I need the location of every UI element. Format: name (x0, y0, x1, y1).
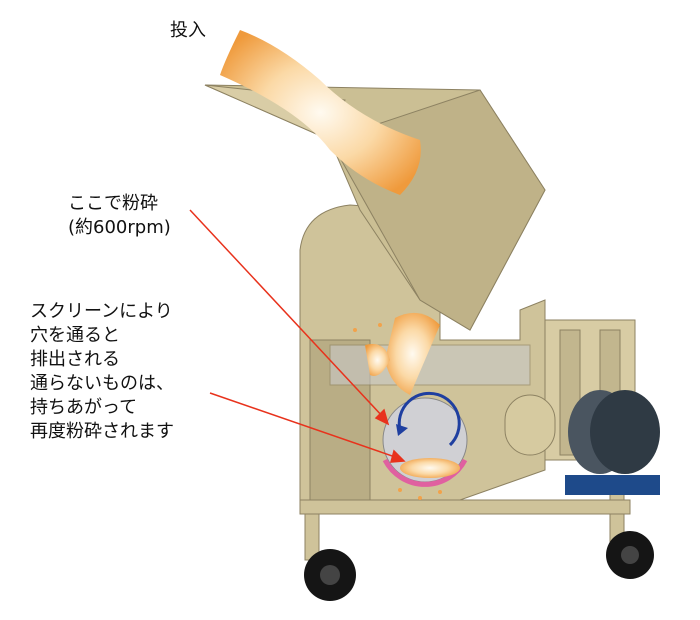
label-line: 持ちあがって (30, 397, 138, 418)
motor (565, 390, 660, 495)
pointer-arrows (189, 209, 406, 463)
label-input: 投入 (170, 20, 206, 41)
input-material (220, 30, 421, 195)
label-line: (約600rpm) (68, 217, 171, 238)
label-crush: ここで粉砕 (約600rpm) (68, 192, 171, 240)
label-line: 穴を通ると (30, 325, 120, 346)
label-line: 通らないものは、 (30, 373, 174, 394)
motor-base (565, 475, 660, 495)
frame-legs (299, 469, 631, 561)
wheels (304, 531, 654, 601)
label-line: 再度粉砕されます (30, 421, 174, 442)
material-chunks (220, 30, 442, 500)
screen-pointer (209, 392, 399, 459)
label-line: ここで粉砕 (68, 193, 158, 214)
label-screen: スクリーンにより 穴を通ると 排出される 通らないものは、 持ちあがって 再度粉… (30, 300, 174, 444)
crush-pointer (189, 209, 385, 419)
label-line: スクリーンにより (30, 301, 173, 322)
rotation-arrow (397, 391, 461, 447)
label-line: 排出される (30, 349, 120, 370)
